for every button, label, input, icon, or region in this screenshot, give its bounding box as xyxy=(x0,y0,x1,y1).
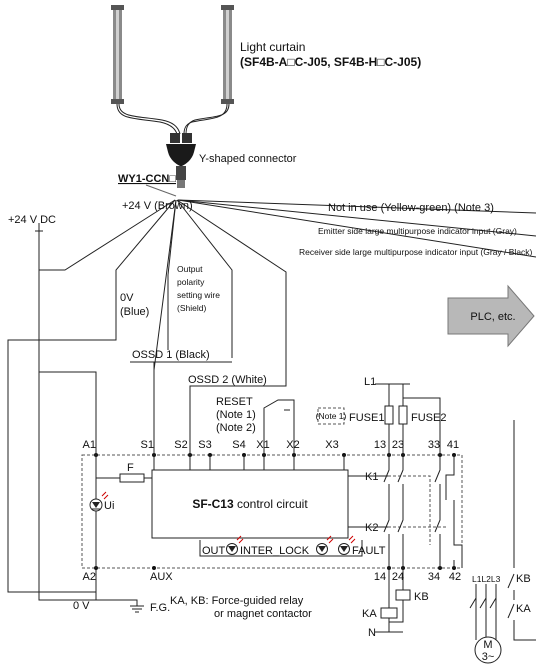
polarity-line-3: setting wire xyxy=(177,290,220,300)
k2-label: K2 xyxy=(365,522,378,534)
terminal-a1: A1 xyxy=(83,439,96,451)
terminal-23: 23 xyxy=(392,439,404,451)
relay-note-1: KA, KB: Force-guided relay xyxy=(170,595,304,607)
polarity-line-2: polarity xyxy=(177,277,205,287)
terminal-13: 13 xyxy=(374,439,386,451)
ui-led-icon xyxy=(89,491,109,512)
reset-note1: (Note 1) xyxy=(216,409,256,421)
y-connector xyxy=(166,133,196,188)
reset-label: RESET xyxy=(216,396,253,408)
motor-phase: 3~ xyxy=(482,651,495,663)
ka-coil xyxy=(380,607,398,619)
terminal-x3: X3 xyxy=(325,439,338,451)
interlock-led-icon xyxy=(316,535,334,555)
ka-contact-label: KA xyxy=(516,603,531,615)
terminal-34: 34 xyxy=(428,571,440,583)
curtain-label: Light curtain xyxy=(240,40,305,54)
k1-label: K1 xyxy=(365,471,378,483)
fuse1 xyxy=(384,405,394,425)
out-led-icon xyxy=(226,535,244,555)
note1-label: (Note 1) xyxy=(316,411,347,421)
fault-led-icon xyxy=(338,535,356,555)
kb-contact-label: KB xyxy=(516,573,531,585)
zero-v-bottom: 0 V xyxy=(73,600,90,612)
y-connector-label: Y-shaped connector xyxy=(199,153,297,165)
zero-v-label: 0V xyxy=(120,292,134,304)
out-label: OUT xyxy=(202,545,226,557)
fuse2 xyxy=(398,405,408,425)
interlock-label: INTER_LOCK xyxy=(240,545,310,557)
terminal-a2: A2 xyxy=(83,571,96,583)
control-circuit xyxy=(151,469,349,539)
terminal-24: 24 xyxy=(392,571,404,583)
safety-module xyxy=(81,454,463,569)
light-curtain xyxy=(111,5,234,104)
plc-label: PLC, etc. xyxy=(470,311,515,323)
control-circuit-text: control circuit xyxy=(234,497,309,511)
plc-arrow xyxy=(447,284,535,348)
fault-label: FAULT xyxy=(352,545,386,557)
wire-emitter: Emitter side large multipurpose indicato… xyxy=(318,226,517,236)
wire-receiver: Receiver side large multipurpose indicat… xyxy=(299,247,533,257)
f-label: F xyxy=(127,462,134,474)
terminal-s1: S1 xyxy=(141,439,154,451)
terminal-x2: X2 xyxy=(286,439,299,451)
n-label: N xyxy=(368,627,376,639)
terminal-42: 42 xyxy=(449,571,461,583)
polarity-line-4: (Shield) xyxy=(177,303,206,313)
curtain-models: (SF4B-A□C-J05, SF4B-H□C-J05) xyxy=(240,55,421,69)
terminal-aux: AUX xyxy=(150,571,173,583)
terminal-41: 41 xyxy=(447,439,459,451)
plus24-dc: +24 V DC xyxy=(8,214,56,226)
top-terminals: A1 S1 S2 S3 S4 X1 X2 X3 13 23 33 41 xyxy=(83,439,460,451)
control-circuit-label: SF-C13 control circuit xyxy=(192,497,308,511)
terminal-x1: X1 xyxy=(256,439,269,451)
terminal-s2: S2 xyxy=(174,439,187,451)
terminal-14: 14 xyxy=(374,571,386,583)
reset-note2: (Note 2) xyxy=(216,422,256,434)
plus24-brown: +24 V (Brown) xyxy=(122,200,193,212)
terminal-s4: S4 xyxy=(232,439,245,451)
terminal-33: 33 xyxy=(428,439,440,451)
kb-coil xyxy=(395,589,411,601)
fuse2-label: FUSE2 xyxy=(411,412,446,424)
l1-label: L1 xyxy=(364,376,376,388)
control-circuit-model: SF-C13 xyxy=(192,497,234,511)
wire-yellow-green: Not in use (Yellow-green) (Note 3) xyxy=(328,202,494,214)
ui-label: Ui xyxy=(104,500,114,512)
motor-icon xyxy=(474,636,502,664)
motor-m: M xyxy=(483,639,492,651)
fg-label: F.G. xyxy=(150,602,170,614)
cable-label: WY1-CCN□ xyxy=(118,173,176,185)
terminal-s3: S3 xyxy=(198,439,211,451)
motor-lines-label: L1L2L3 xyxy=(472,574,501,584)
ossd1-label: OSSD 1 (Black) xyxy=(132,349,210,361)
fuse1-label: FUSE1 xyxy=(349,412,384,424)
relay-note-2: or magnet contactor xyxy=(214,608,312,620)
polarity-line-1: Output xyxy=(177,264,203,274)
kb-coil-label: KB xyxy=(414,591,429,603)
blue-label: (Blue) xyxy=(120,306,149,318)
ossd2-label: OSSD 2 (White) xyxy=(188,374,267,386)
ka-coil-label: KA xyxy=(362,608,377,620)
